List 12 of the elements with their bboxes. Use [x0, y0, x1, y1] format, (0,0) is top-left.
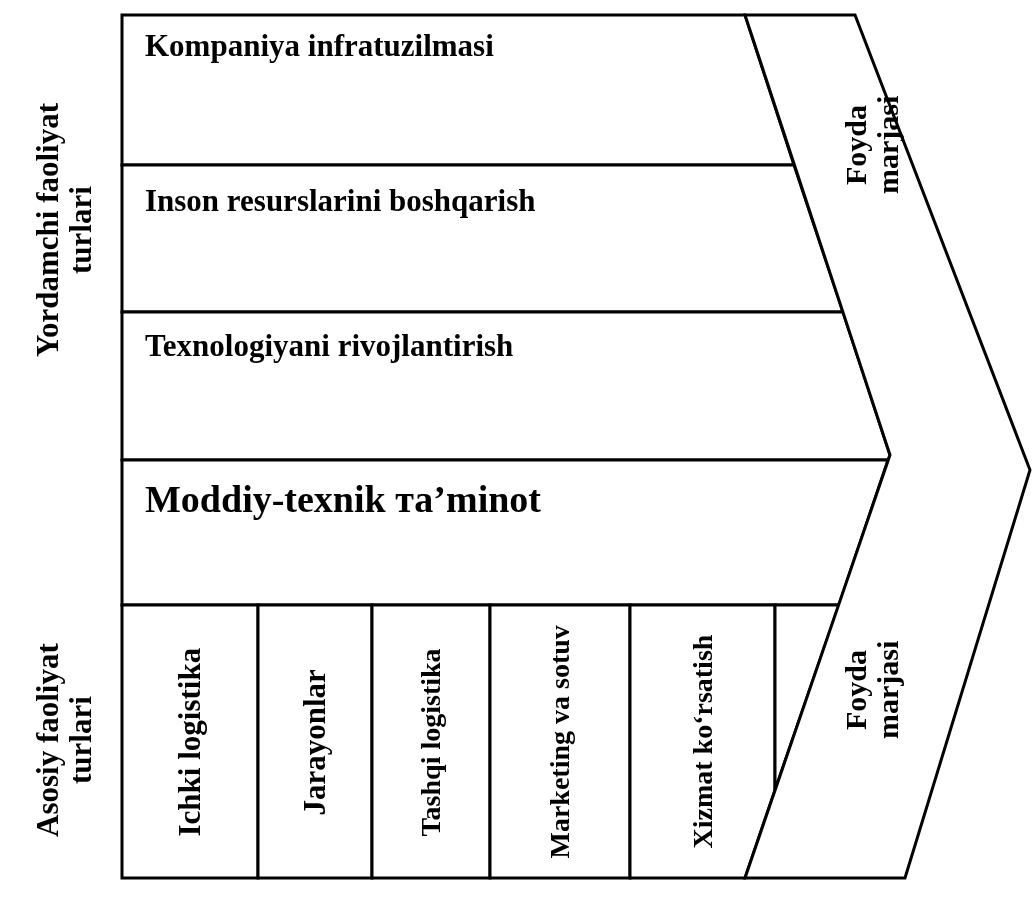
side-label: Asosiy faoliyat turlari — [32, 642, 98, 839]
margin-label: Foyda marjasi — [840, 639, 903, 742]
side-label: Yordamchi faoliyat turlari — [32, 102, 98, 359]
cell-label: Tashqi logistika — [416, 646, 446, 838]
band-label: Inson resurslarini boshqarish — [145, 185, 536, 218]
band-label: Kompaniya infratuzilmasi — [145, 30, 494, 63]
cell-label: Jarayonlar — [298, 667, 332, 817]
band-label: Texnologiyani rivojlantirish — [145, 330, 514, 363]
cell-label: Ichki logistika — [173, 646, 207, 838]
band-label: Moddiy-texnik та’minot — [145, 480, 541, 520]
cell-label: Marketing va sotuv — [545, 623, 575, 861]
cell-label: Xizmat ko‘rsatish — [687, 633, 718, 851]
